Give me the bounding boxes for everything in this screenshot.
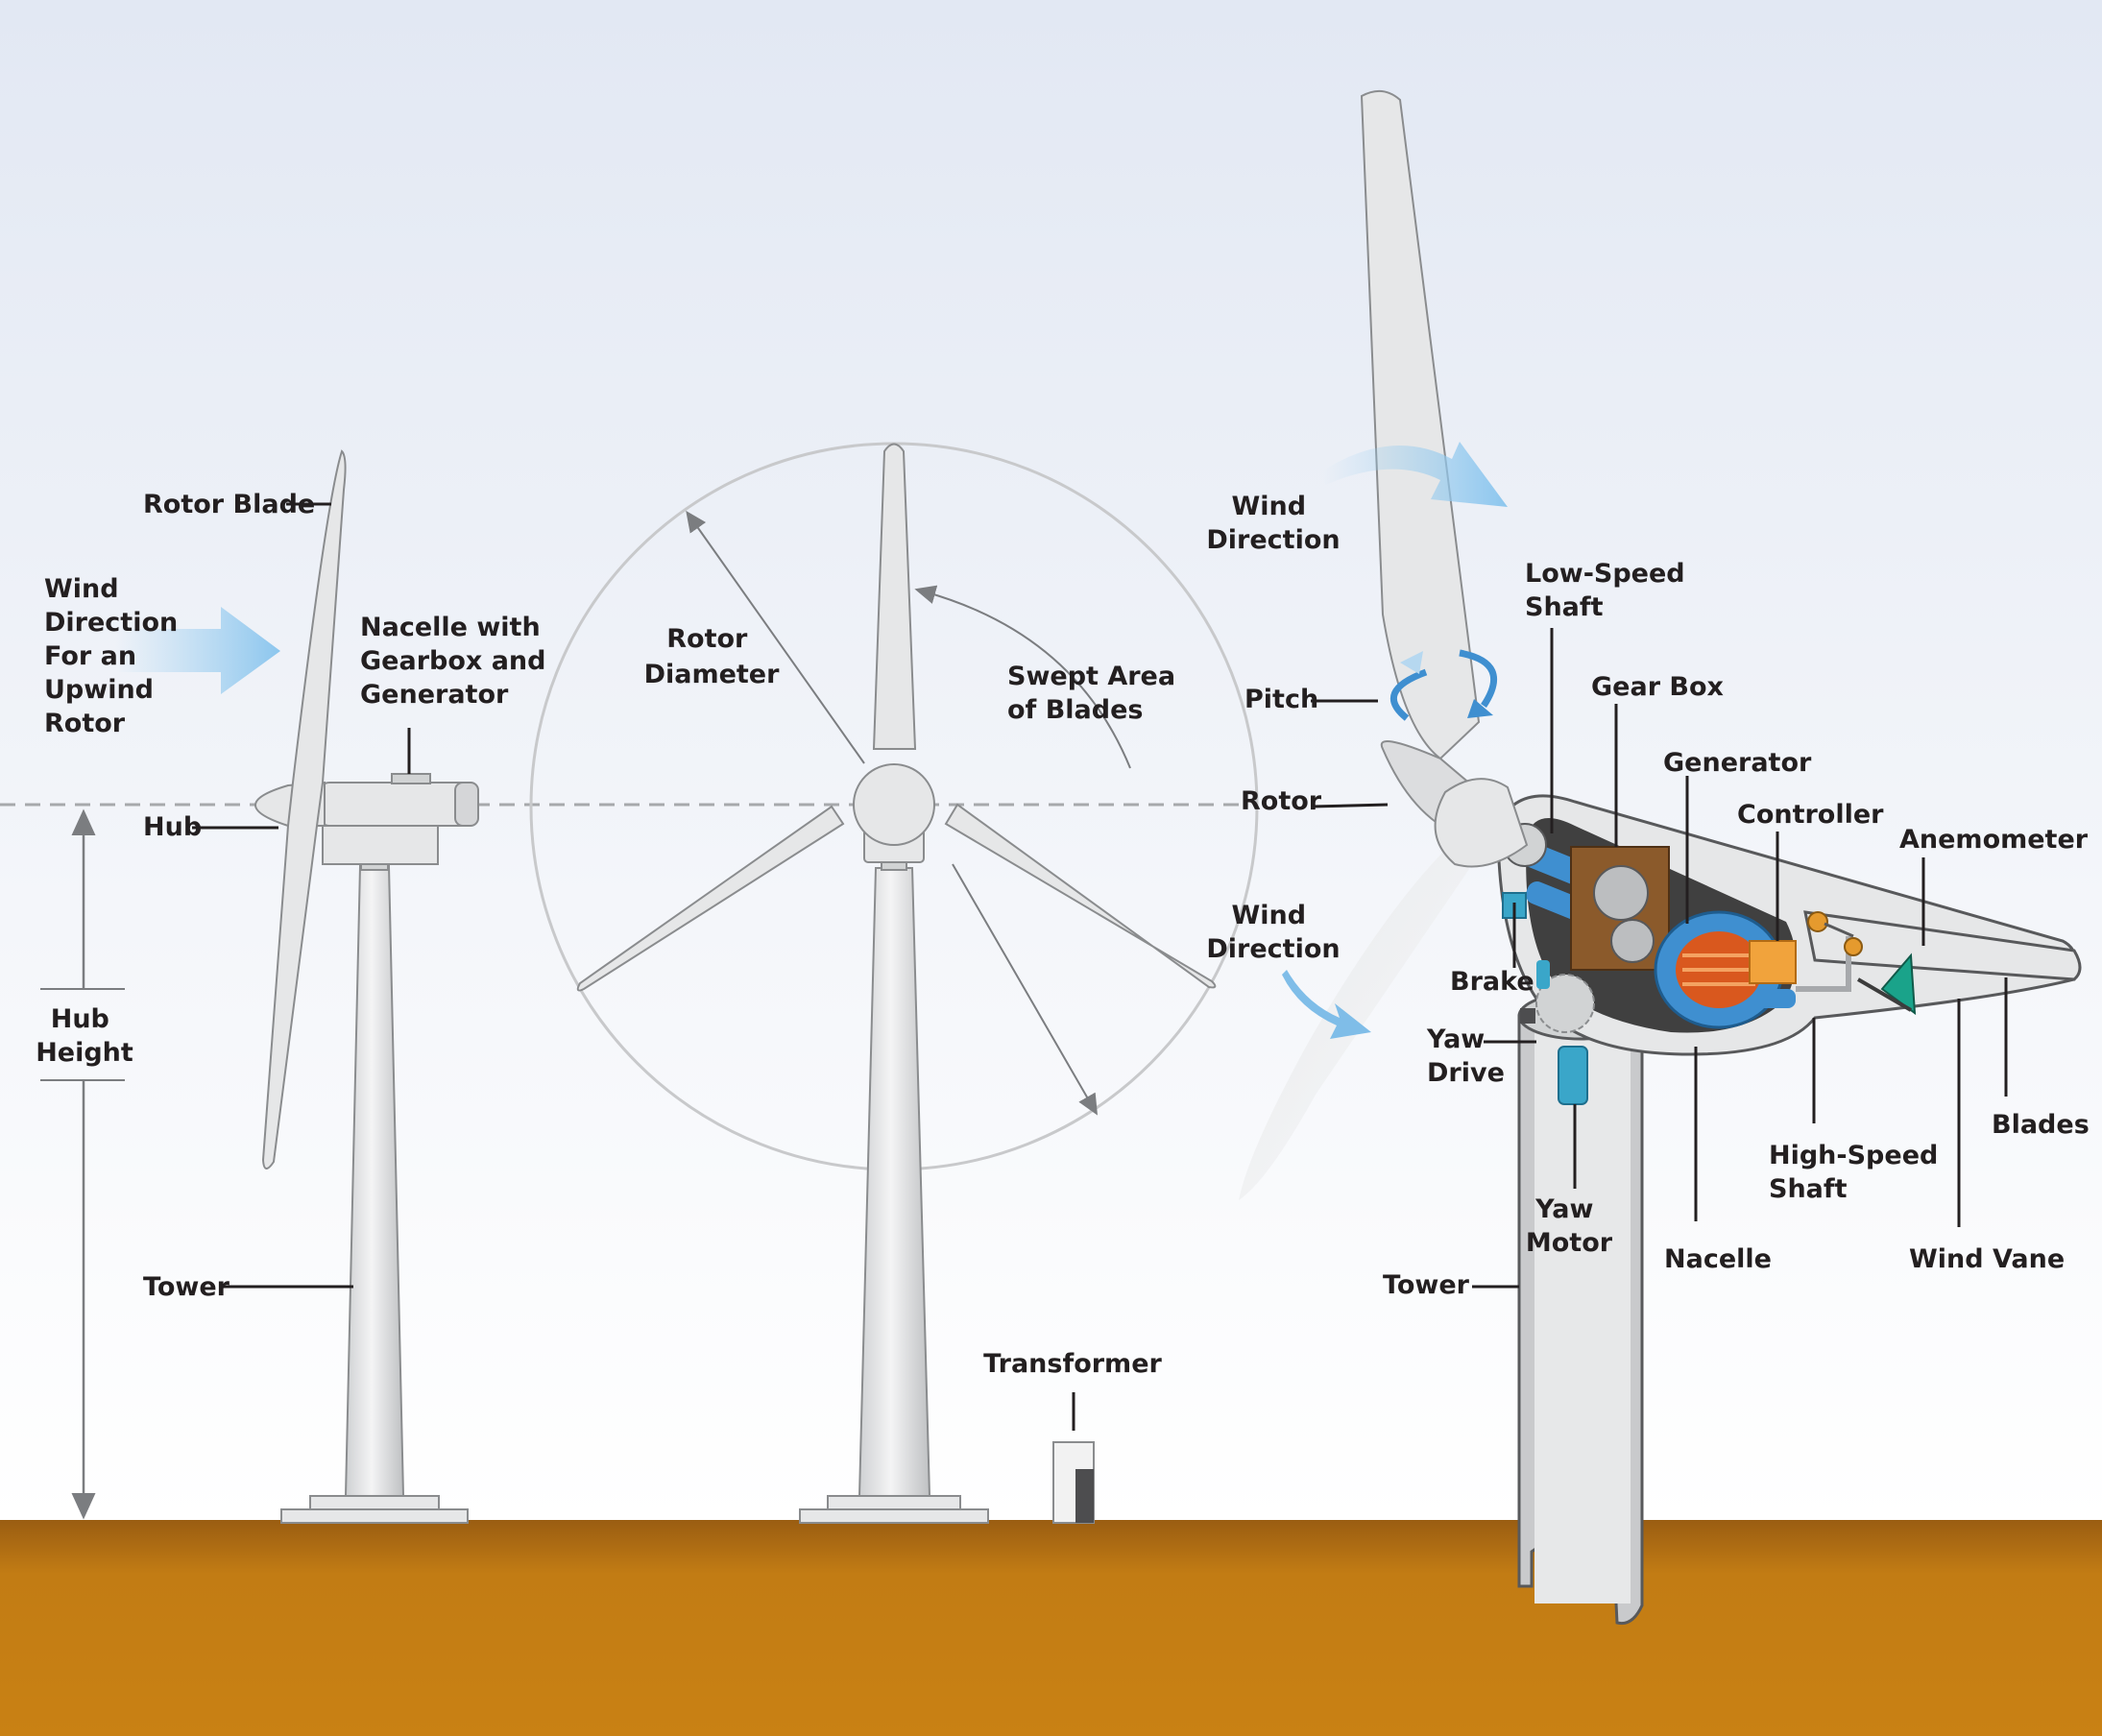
left-turbine [40,449,479,1524]
cutaway-spinner [1434,778,1529,868]
label-cutaway-tower: Tower [1383,1270,1470,1300]
label-nacelle: Nacelle [1664,1244,1772,1274]
swept-area-arrow [914,585,1131,769]
label-yaw-motor: Yaw Motor [1526,1194,1613,1258]
label-left-tower: Tower [143,1272,230,1302]
label-wind-direction-bottom: Wind Direction [1206,901,1340,964]
middle-blade-top [872,443,917,750]
middle-hub [853,763,935,846]
cutaway-turbine [1239,89,2082,1626]
label-high-speed-shaft: High-Speed Shaft [1769,1141,1947,1204]
label-wind-direction-top: Wind Direction [1206,492,1340,555]
label-swept-area: Swept Area of Blades [1007,662,1184,725]
left-wind-arrow [115,607,280,694]
middle-turbine [529,442,1259,1524]
label-pitch: Pitch [1244,685,1318,714]
label-hub-height: Hub Height [36,1004,133,1068]
label-wind-direction-upwind: Wind Direction For an Upwind Rotor [44,574,187,738]
yaw-motor [1558,1046,1588,1105]
label-wind-vane: Wind Vane [1909,1244,2065,1274]
rotor-diameter-arrow-lower [952,863,1098,1116]
rotor-diameter-arrow [686,510,865,764]
left-nacelle-vent [391,773,431,784]
label-controller: Controller [1737,800,1884,830]
label-nacelle-with-gearbox: Nacelle with Gearbox and Generator [360,613,555,710]
label-low-speed-shaft: Low-Speed Shaft [1525,559,1694,622]
label-brake: Brake [1450,967,1534,997]
left-rotor-blade [261,449,347,1169]
label-rotor-diameter: Rotor Diameter [644,624,781,689]
yaw-drive [1535,974,1595,1033]
label-rotor-blade: Rotor Blade [143,490,315,519]
left-tower-base [309,1495,440,1510]
label-gear-box: Gear Box [1591,672,1724,702]
middle-blade-left [576,805,845,992]
ground [0,1520,2102,1736]
label-anemometer: Anemometer [1899,825,2089,855]
anemometer [1807,911,1828,932]
controller [1749,940,1797,984]
label-transformer: Transformer [983,1349,1162,1379]
label-hub: Hub [143,812,202,842]
left-foundation [280,1508,469,1524]
cutaway-blade-top [1360,89,1481,760]
label-blades: Blades [1992,1110,2090,1140]
label-rotor: Rotor [1241,786,1322,816]
middle-blade-right [944,803,1217,989]
cutaway-wind-arrow-bottom [1282,970,1371,1039]
cutaway-wind-arrow-top [1323,442,1508,507]
pitch-arrow-icon [1389,649,1497,721]
label-yaw-drive: Yaw Drive [1426,1025,1505,1088]
label-generator: Generator [1663,748,1812,778]
